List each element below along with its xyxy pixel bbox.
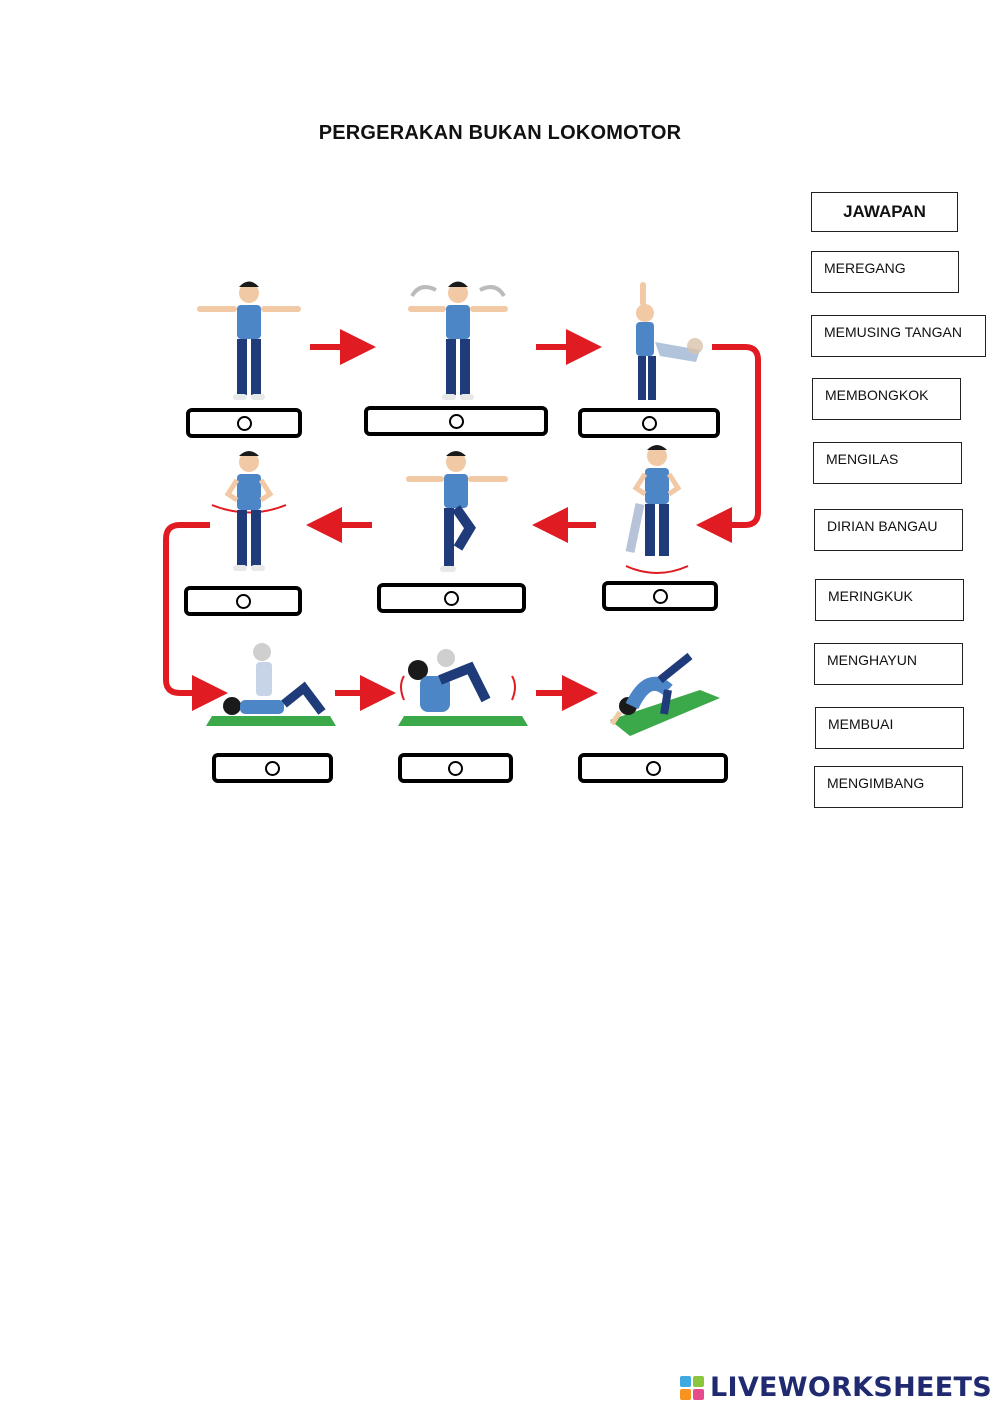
answer-drop-box-6[interactable] xyxy=(602,581,718,611)
figure-balance-icon xyxy=(609,652,720,736)
answer-drop-box-3[interactable] xyxy=(578,408,720,438)
answer-drop-box-9[interactable] xyxy=(578,753,728,783)
figure-sit-up-icon xyxy=(206,643,336,726)
figure-bend-icon xyxy=(636,282,703,400)
answer-drop-box-8[interactable] xyxy=(398,753,513,783)
liveworksheets-logo: LIVEWORKSHEETS xyxy=(679,1372,992,1403)
connector-arrow-icon xyxy=(696,344,761,543)
drop-marker-icon xyxy=(448,760,463,776)
drop-marker-icon xyxy=(448,413,464,429)
brand-name: LIVEWORKSHEETS xyxy=(709,1372,992,1403)
answer-bank-heading: JAWAPAN xyxy=(811,192,958,232)
drop-marker-icon xyxy=(652,588,668,604)
answer-option-membuai[interactable]: MEMBUAI xyxy=(815,707,964,749)
answer-option-meregang[interactable]: MEREGANG xyxy=(811,251,959,293)
answer-option-dirian-bangau[interactable]: DIRIAN BANGAU xyxy=(814,509,963,551)
exercise-illustration xyxy=(163,281,761,736)
answer-option-mengimbang[interactable]: MENGIMBANG xyxy=(814,766,963,808)
drop-marker-icon xyxy=(645,760,661,776)
drop-marker-icon xyxy=(236,415,252,431)
drop-marker-icon xyxy=(235,593,251,609)
connector-arrow-icon xyxy=(163,522,228,711)
figure-crane-stand-icon xyxy=(406,451,508,572)
answer-drop-box-2[interactable] xyxy=(364,406,548,436)
drop-marker-icon xyxy=(641,415,657,431)
answer-option-membongkok[interactable]: MEMBONGKOK xyxy=(812,378,961,420)
answer-drop-box-5[interactable] xyxy=(377,583,526,613)
drop-marker-icon xyxy=(444,590,459,606)
figure-curl-icon xyxy=(398,649,528,726)
figure-arm-circle-icon xyxy=(408,281,508,400)
answer-option-meringkuk[interactable]: MERINGKUK xyxy=(815,579,964,621)
answer-drop-box-7[interactable] xyxy=(212,753,333,783)
answer-option-memusing-tangan[interactable]: MEMUSING TANGAN xyxy=(811,315,986,357)
page-title: PERGERAKAN BUKAN LOKOMOTOR xyxy=(318,122,682,144)
answer-option-mengilas[interactable]: MENGILAS xyxy=(813,442,962,484)
figure-sway-icon xyxy=(625,445,689,574)
answer-drop-box-1[interactable] xyxy=(186,408,302,438)
figure-stretch-icon xyxy=(197,281,301,400)
answer-drop-box-4[interactable] xyxy=(184,586,302,616)
liveworksheets-mark-icon xyxy=(679,1375,704,1400)
answer-option-menghayun[interactable]: MENGHAYUN xyxy=(814,643,963,685)
drop-marker-icon xyxy=(265,760,280,776)
figure-twist-icon xyxy=(211,451,287,571)
